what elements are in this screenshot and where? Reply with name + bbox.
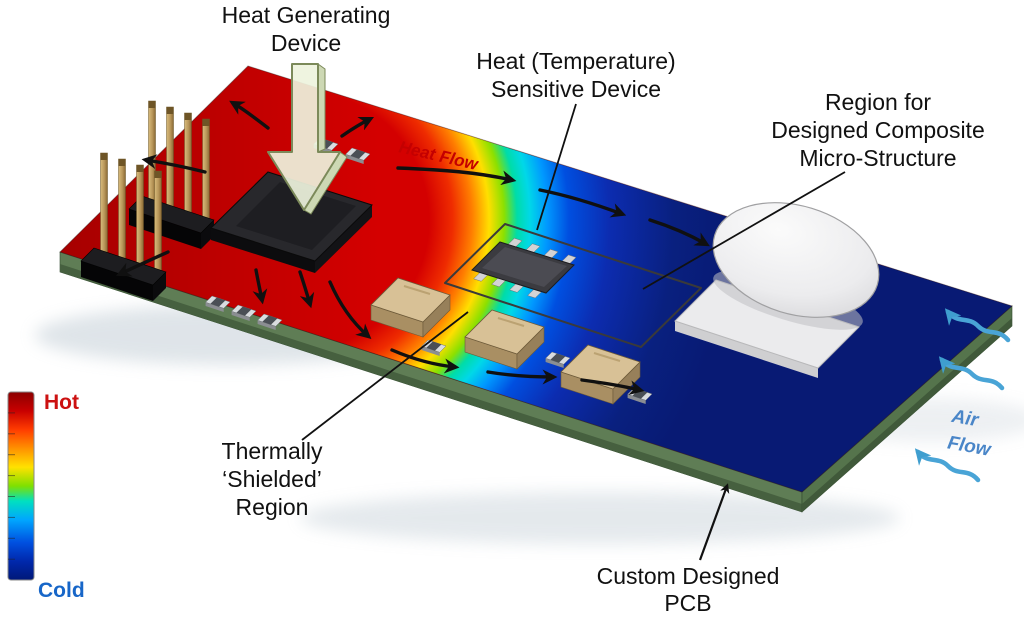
- heat-flow-arrow-icon: [486, 369, 558, 385]
- label-hot: Hot: [44, 391, 79, 414]
- label-cold: Cold: [38, 579, 85, 602]
- heat-flow-arrow-icon: [229, 100, 270, 130]
- label-heat-sensitive-line1: Heat (Temperature): [476, 48, 675, 74]
- header-pin: [100, 152, 108, 254]
- callout-arrow-custom-pcb: [698, 483, 730, 561]
- heat-flow-arrow-icon: [396, 166, 517, 186]
- heat-input-arrow-icon: [267, 63, 341, 211]
- chip-front-face: [211, 228, 315, 273]
- label-shielded-region-line1: Thermally: [222, 438, 323, 464]
- header-pin: [166, 106, 174, 208]
- label-shielded-region-line3: Region: [236, 494, 309, 520]
- module-blob: [712, 202, 880, 318]
- heat-flow-arrow-icon: [298, 270, 315, 309]
- annotation-labels: Heat Generating Device Heat (Temperature…: [222, 2, 994, 616]
- label-composite-region-line1: Region for: [825, 89, 931, 115]
- heat-flow-arrow-icon: [252, 268, 268, 305]
- green-heat-input-arrow: [267, 63, 348, 215]
- label-heat-generating-line1: Heat Generating: [222, 2, 391, 28]
- chip-die: [236, 182, 356, 250]
- header-pin: [202, 118, 210, 220]
- heat-flow-arrow-icon: [115, 250, 170, 277]
- label-composite-region-line3: Micro-Structure: [799, 145, 956, 171]
- label-heat-generating-line2: Device: [271, 30, 341, 56]
- label-shielded-region-line2: ‘Shielded’: [222, 466, 322, 492]
- heat-flow-arrows: [115, 100, 710, 396]
- heat-flow-arrow-icon: [390, 348, 460, 374]
- heat-flow-arrow-icon: [141, 154, 207, 174]
- air-flow-arrow-icon: [944, 308, 1011, 343]
- air-flow-arrow-icon: [938, 356, 1005, 391]
- chip-right-face: [315, 205, 372, 273]
- soic-top: [482, 247, 567, 287]
- label-custom-pcb-line2: PCB: [664, 590, 711, 616]
- callout-line-shielded-region: [301, 311, 469, 441]
- airflow-arrows: [914, 308, 1011, 483]
- label-custom-pcb-line1: Custom Designed: [597, 563, 780, 589]
- colorbar-ticks: [8, 412, 15, 560]
- heat-flow-arrow-icon: [340, 116, 375, 138]
- label-air-flow-line1: Air: [949, 406, 981, 432]
- sensitive-soic-chip: [471, 237, 577, 299]
- temperature-colorbar: Hot Cold: [7, 391, 85, 602]
- shield-trace-outline: [444, 223, 702, 348]
- colorbar-gradient: [7, 391, 35, 581]
- label-heat-sensitive-line2: Sensitive Device: [491, 76, 661, 102]
- module-base-front: [675, 321, 818, 378]
- header-pin: [118, 158, 126, 260]
- callout-lines: [301, 103, 846, 561]
- callout-line-sensitive-device: [536, 103, 577, 231]
- heat-generating-chip: [210, 171, 373, 273]
- label-composite-region-line2: Designed Composite: [771, 117, 985, 143]
- header-pin: [136, 164, 144, 266]
- heat-flow-arrow-icon: [648, 218, 710, 247]
- callout-line-composite-region: [642, 171, 846, 290]
- reflection-bottom: [300, 492, 900, 544]
- air-flow-arrow-icon: [914, 448, 981, 483]
- composite-module: [674, 202, 880, 378]
- header-pin: [184, 112, 192, 214]
- heat-input-arrow-side: [317, 63, 326, 153]
- pcb-side-front-shade: [60, 264, 802, 512]
- heat-flow-arrow-icon: [580, 378, 645, 396]
- heat-flow-arrow-icon: [328, 280, 372, 339]
